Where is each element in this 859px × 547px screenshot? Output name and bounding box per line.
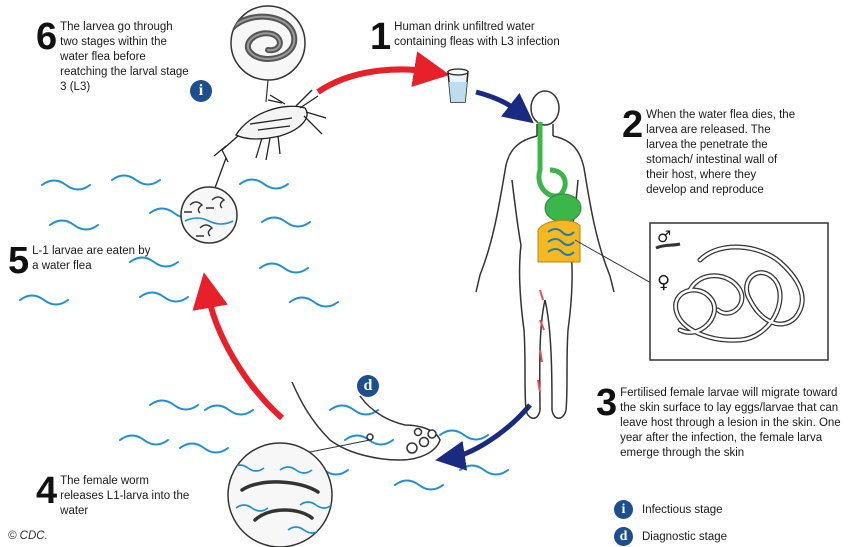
legend-diagnostic: d Diagnostic stage: [614, 527, 727, 546]
info-icon: i: [614, 500, 633, 519]
step-text: Human drink unfiltred water containing f…: [394, 20, 586, 50]
legend-label: Diagnostic stage: [642, 531, 727, 543]
arrow-blue-top: [476, 92, 522, 114]
step-number: 5: [8, 244, 29, 278]
legend-label: Infectious stage: [642, 504, 723, 516]
worm-box: [650, 223, 828, 360]
diagnostic-stage-marker: d: [357, 375, 379, 397]
arrow-red-top: [318, 69, 432, 92]
male-symbol: ♂: [657, 227, 671, 246]
arrow-blue-bottom: [450, 405, 530, 458]
step-4: 4 The female worm releases L1-larva into…: [36, 474, 206, 519]
step-number: 3: [596, 386, 617, 420]
female-symbol: ♀: [657, 272, 670, 293]
step-number: 6: [36, 20, 57, 54]
step-5: 5 L-1 larvae are eaten by a water flea: [8, 244, 158, 278]
large-magnifier: [228, 443, 332, 547]
diagnostic-marker-text: d: [364, 377, 373, 395]
step-text: The larvea go through two stages within …: [60, 20, 192, 95]
water-glass: [448, 69, 468, 102]
step-text: L-1 larvae are eaten by a water flea: [32, 244, 156, 274]
diagnostic-icon: d: [614, 527, 633, 546]
step-number: 4: [36, 474, 57, 508]
step-number: 1: [370, 20, 391, 54]
water-waves: [20, 176, 508, 490]
step-1: 1 Human drink unfiltred water containing…: [370, 20, 600, 54]
step-text: When the water flea dies, the larvea are…: [646, 108, 796, 198]
credit-text: © CDC.: [8, 530, 48, 542]
step-text: Fertilised female larvae will migrate to…: [620, 386, 856, 461]
step-2: 2 When the water flea dies, the larvea a…: [622, 108, 802, 198]
arrow-red-left: [207, 290, 282, 418]
step-number: 2: [622, 108, 643, 142]
step-text: The female worm releases L1-larva into t…: [60, 474, 194, 519]
legend-infectious: i Infectious stage: [614, 500, 723, 519]
digestive-tract: [538, 122, 581, 262]
small-magnifier: [181, 187, 237, 243]
step-6: 6 The larvea go through two stages withi…: [36, 20, 206, 95]
step-3: 3 Fertilised female larvae will migrate …: [596, 386, 858, 461]
flea-magnifier: [231, 6, 305, 102]
water-flea: [212, 90, 326, 196]
